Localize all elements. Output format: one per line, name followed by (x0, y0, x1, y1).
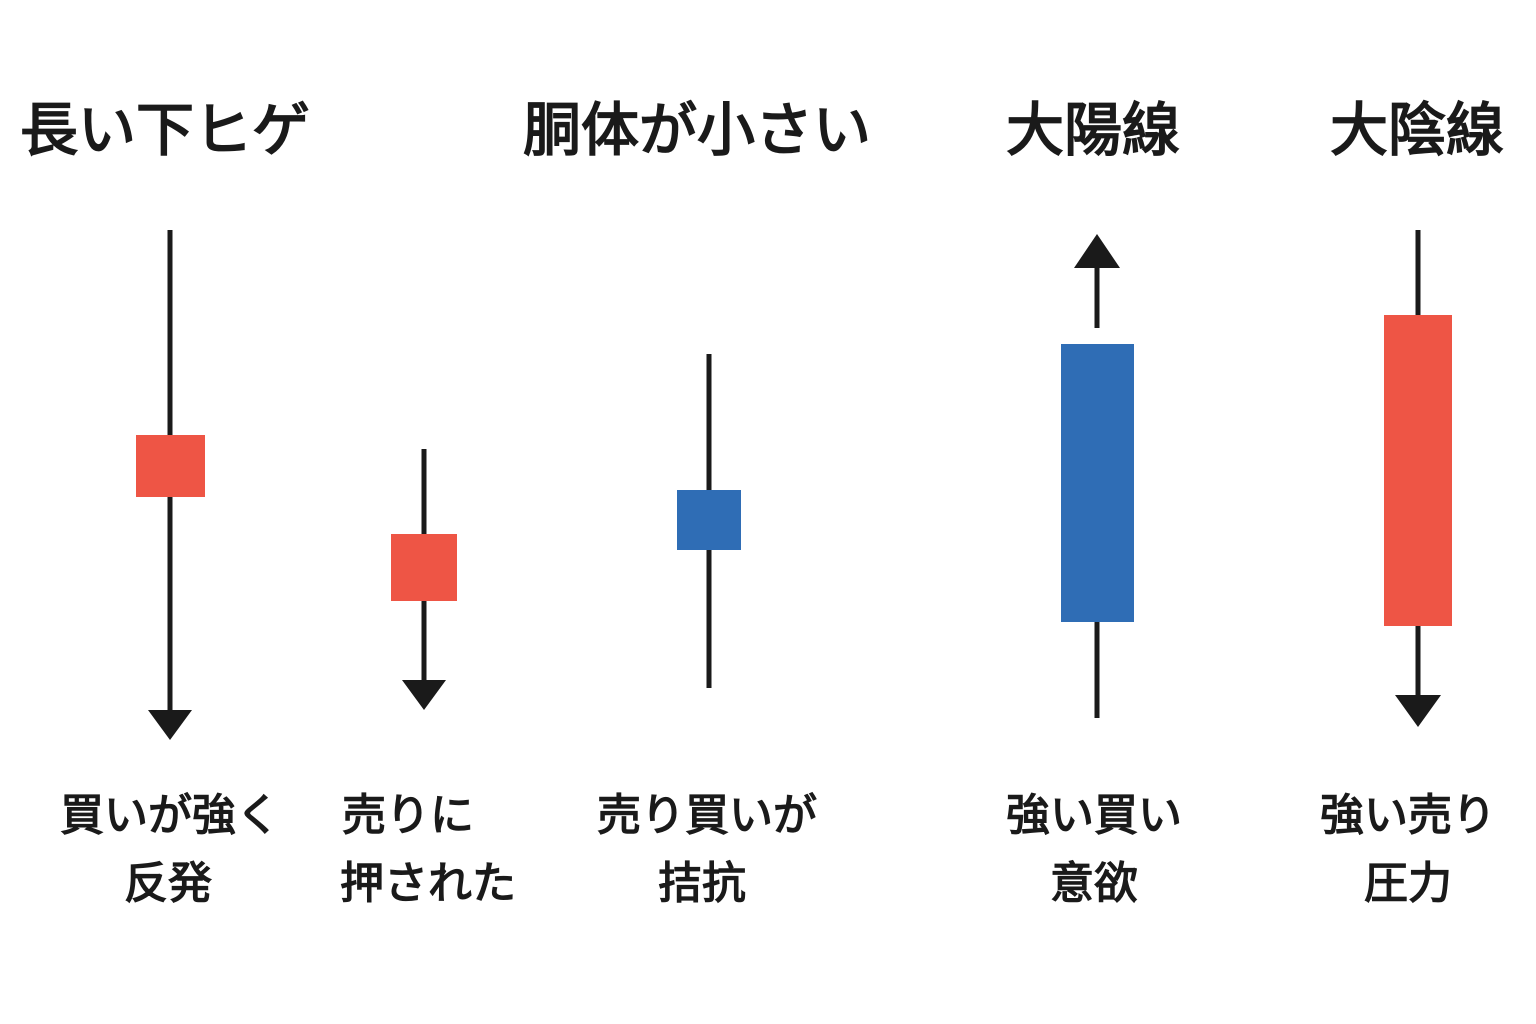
caption-line: 拮抗 (658, 858, 746, 909)
caption-line: 強い買い (1006, 790, 1182, 841)
title-small-body: 胴体が小さい (523, 96, 871, 164)
caption-line: 意欲 (1050, 858, 1138, 909)
arrow-up-icon (1074, 234, 1120, 268)
candle-body (391, 534, 457, 601)
candle-body (1061, 344, 1134, 622)
arrow-down-icon (402, 680, 446, 710)
caption-line: 売り買いが (597, 790, 817, 841)
title-big-bear: 大陰線 (1330, 96, 1504, 164)
candle-body (1384, 315, 1452, 626)
caption-line: 押された (340, 858, 516, 909)
candle-body (136, 435, 205, 497)
candle-body (677, 490, 741, 550)
arrow-down-icon (1395, 695, 1441, 727)
candle-big-bear (1384, 230, 1452, 727)
candle-pushed-by-selling (391, 449, 457, 710)
caption-line: 買いが強く (60, 790, 280, 841)
caption-line: 売りに (342, 790, 474, 841)
caption-big-bull: 強い買い 意欲 (1006, 790, 1182, 909)
caption-pushed-by-selling: 売りに 押された (340, 790, 516, 909)
candle-small-body (677, 354, 741, 688)
caption-small-body: 売り買いが 拮抗 (597, 790, 817, 909)
caption-long-lower-shadow: 買いが強く 反発 (60, 790, 280, 909)
caption-line: 圧力 (1364, 858, 1452, 909)
arrow-down-icon (148, 710, 192, 740)
caption-line: 反発 (124, 858, 213, 909)
caption-line: 強い売り (1320, 790, 1496, 841)
candle-big-bull (1061, 234, 1134, 718)
title-long-lower-shadow: 長い下ヒゲ (20, 96, 310, 164)
caption-big-bear: 強い売り 圧力 (1320, 790, 1496, 909)
title-big-bull: 大陽線 (1006, 96, 1180, 164)
candle-long-lower-shadow (136, 230, 205, 740)
